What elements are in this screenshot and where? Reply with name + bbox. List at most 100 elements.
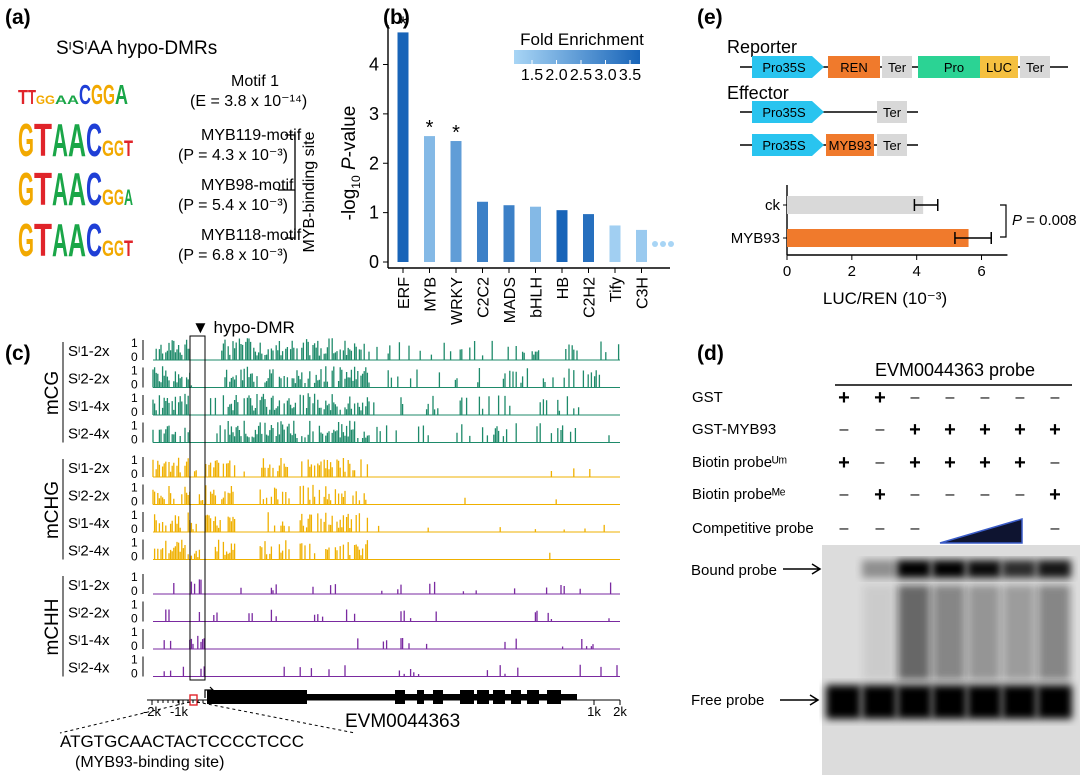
track-scale-bottom: 0 xyxy=(131,639,138,653)
motif-logo-letter: A xyxy=(68,214,86,266)
track-scale-top: 1 xyxy=(131,598,138,612)
condition-sign: + xyxy=(979,419,991,441)
motif-logo-letter: A xyxy=(124,185,133,210)
pvalue-bracket xyxy=(1000,204,1007,238)
construct-part-label: Pro35S xyxy=(762,138,806,153)
x-tick-label: HB xyxy=(555,277,572,299)
ellipsis-dot xyxy=(668,241,674,247)
motif-logo-letter: G xyxy=(36,93,45,107)
track-name: Sᶦ1-2x xyxy=(68,460,110,477)
construct-box xyxy=(877,101,907,123)
coordinate-tick-label: 1k xyxy=(587,704,601,719)
promoter-arrow xyxy=(752,134,824,156)
construct-box xyxy=(828,56,880,78)
condition-sign: – xyxy=(1051,520,1060,537)
condition-label: Biotin probeᴹᵉ xyxy=(692,486,786,503)
condition-sign: + xyxy=(909,419,921,441)
construct-box xyxy=(882,56,912,78)
panel-a-title: SᶦSᶦAA hypo-DMRs xyxy=(56,38,217,59)
exon xyxy=(417,690,424,704)
bar xyxy=(636,229,647,262)
motif-name: Motif 1 xyxy=(231,73,279,90)
condition-sign: + xyxy=(1049,419,1061,441)
legend-tick-label: 1.5 xyxy=(521,67,543,84)
legend-colorbar xyxy=(514,50,640,64)
condition-sign: – xyxy=(840,486,849,503)
legend-tick-label: 3.5 xyxy=(619,67,641,84)
legend-tick-label: 2.0 xyxy=(545,67,567,84)
y-tick-label: 2 xyxy=(369,153,379,173)
bar xyxy=(424,136,435,262)
motif-logo-letter: G xyxy=(45,93,55,107)
bar xyxy=(397,32,409,262)
significance-star: * xyxy=(399,13,407,35)
track-scale-top: 1 xyxy=(131,391,138,405)
motif-logo-letter: T xyxy=(124,236,133,261)
condition-sign: + xyxy=(909,452,921,474)
construct-part-label: Pro35S xyxy=(762,60,806,75)
free-band xyxy=(826,685,861,719)
track-scale-bottom: 0 xyxy=(131,612,138,626)
track-scale-top: 1 xyxy=(131,481,138,495)
condition-sign: – xyxy=(840,520,849,537)
methylation-signal xyxy=(152,457,591,477)
condition-sign: + xyxy=(1014,419,1026,441)
x-tick-label: Tify xyxy=(608,277,625,302)
motif-stat: (P = 4.3 x 10⁻³) xyxy=(178,147,288,164)
bar xyxy=(609,225,621,262)
motif-logo-letter: A xyxy=(52,114,68,166)
motif-logo-letter: T xyxy=(18,87,28,109)
condition-label: GST xyxy=(692,389,723,406)
track-name: Sᶦ1-2x xyxy=(68,343,110,360)
free-band xyxy=(967,685,1002,719)
motif-stat: (P = 5.4 x 10⁻³) xyxy=(178,197,288,214)
myb-binding-label: MYB-binding site xyxy=(301,131,318,252)
motif-logo-letter: C xyxy=(86,114,102,166)
context-label: mCG xyxy=(42,371,63,415)
track-scale-bottom: 0 xyxy=(131,495,138,509)
ellipsis-dot xyxy=(660,241,666,247)
x-tick-label: C2C2 xyxy=(476,277,493,318)
x-tick-label: C3H xyxy=(635,277,652,309)
motif-logo-letter: C xyxy=(86,214,102,266)
methylation-signal xyxy=(173,579,612,594)
p-value-label: P = 0.008 xyxy=(1012,212,1077,229)
gel-smear xyxy=(968,585,1000,680)
condition-sign: – xyxy=(981,389,990,406)
gene-name: EVM0044363 xyxy=(345,711,460,732)
methylation-signal xyxy=(152,393,580,415)
bar xyxy=(530,206,541,262)
motif-logo-letter: T xyxy=(124,136,133,161)
exon xyxy=(511,690,521,704)
motif-name: MYB98-motif xyxy=(201,177,294,194)
condition-sign: – xyxy=(876,520,885,537)
exon xyxy=(395,690,405,704)
condition-sign: – xyxy=(946,486,955,503)
bound-band xyxy=(1037,560,1071,578)
track-scale-top: 1 xyxy=(131,508,138,522)
track-scale-bottom: 0 xyxy=(131,667,138,681)
zoom-line-left xyxy=(59,701,191,734)
context-label: mCHG xyxy=(42,481,63,539)
condition-sign: – xyxy=(1051,389,1060,406)
track-name: Sᶦ1-4x xyxy=(68,632,110,649)
exon xyxy=(477,690,489,704)
track-scale-bottom: 0 xyxy=(131,405,138,419)
bar xyxy=(787,229,969,247)
motif-logo-letter: G xyxy=(114,185,124,210)
motif-logo-letter: G xyxy=(18,214,34,266)
gel-smear xyxy=(1003,585,1035,680)
motif-labels: Motif 1(E = 3.8 x 10⁻¹⁴)MYB119-motif(P =… xyxy=(178,73,307,264)
x-tick-label: C2H2 xyxy=(582,277,599,318)
methylation-signal xyxy=(153,512,605,532)
methylation-signal xyxy=(152,366,601,388)
condition-sign: – xyxy=(911,389,920,406)
y-tick-label: 3 xyxy=(369,104,379,124)
